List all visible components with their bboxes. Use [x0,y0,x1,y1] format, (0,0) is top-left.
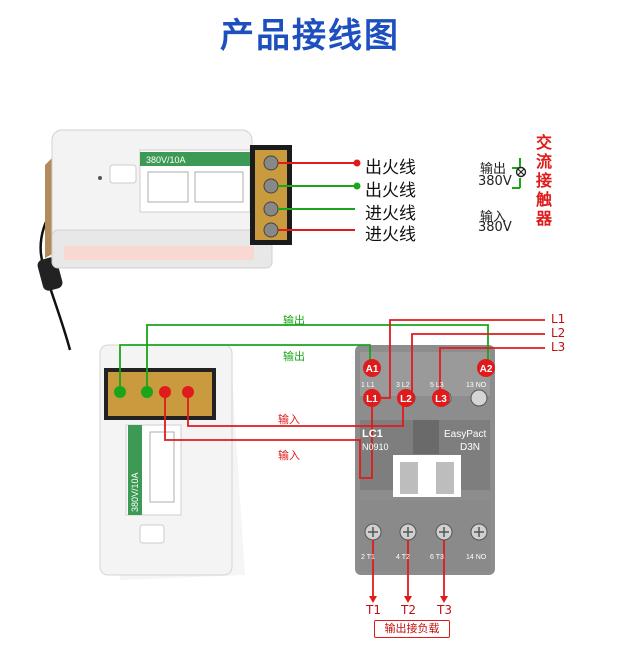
contactor-brand-right: EasyPact [444,429,486,440]
contactor-num-4: 4 T2 [396,554,410,561]
line-label-l2: L2 [551,326,566,340]
contactor-terminal-l2: L2 [397,389,415,407]
contactor-num-13: 13 NO [466,382,487,389]
wire-label-output-2: 输出 [283,350,305,363]
page-title: 产品接线图 [220,17,400,55]
load-label-t3: T3 [437,603,452,617]
load-box: 输出接负载 [374,620,450,638]
svg-text:L1: L1 [366,394,378,405]
contactor-num-1: 1 L1 [361,382,375,389]
contactor-model-left: N0910 [362,442,389,452]
contactor-terminal-l3: L3 [432,389,450,407]
contactor-model-right: D3N [460,442,480,453]
legend-output-voltage: 380V [478,174,512,189]
legend-input-label: 输入 [480,210,507,225]
terminal-label-3: 进火线 [365,204,416,224]
contactor-terminal-l1: L1 [363,389,381,407]
legend-output-label: 输出 [480,162,507,177]
contactor-num-5: 5 L3 [430,382,444,389]
contactor-num-14: 14 NO [466,554,487,561]
legend-input-voltage: 380V [478,220,512,235]
terminal-label-4: 进火线 [365,225,416,245]
terminal-label-2: 出火线 [365,181,416,201]
svg-text:A2: A2 [480,364,493,375]
contactor-num-3: 3 L2 [396,382,410,389]
terminal-label-1: 出火线 [365,158,416,178]
svg-text:L3: L3 [435,394,447,405]
svg-text:L2: L2 [400,394,412,405]
wire-arrows [369,596,448,603]
load-label-t1: T1 [366,603,381,617]
bottom-device-rating: 380V/10A [130,472,140,512]
top-device: 380V/10A [37,129,361,351]
contactor-terminal-a2: A2 [477,359,495,377]
contactor-brand-left: LC1 [362,428,383,440]
load-label-t2: T2 [401,603,416,617]
line-label-l1: L1 [551,312,566,326]
bottom-device: 380V/10A [99,344,245,580]
wire-label-input-2: 输入 [278,449,300,462]
wires [119,319,545,598]
contactor-symbol [512,158,527,189]
contactor-body [355,345,495,575]
contactor-num-6: 6 T3 [430,554,444,561]
top-device-rating: 380V/10A [146,155,186,165]
contactor-terminal-a1: A1 [363,359,381,377]
contactor-num-2: 2 T1 [361,554,375,561]
wire-label-output-1: 输出 [283,314,305,327]
wire-label-input-1: 输入 [278,413,300,426]
svg-text:A1: A1 [366,364,379,375]
line-label-l3: L3 [551,340,566,354]
legend-side-title: 交 流 接 触 器 [535,133,552,228]
